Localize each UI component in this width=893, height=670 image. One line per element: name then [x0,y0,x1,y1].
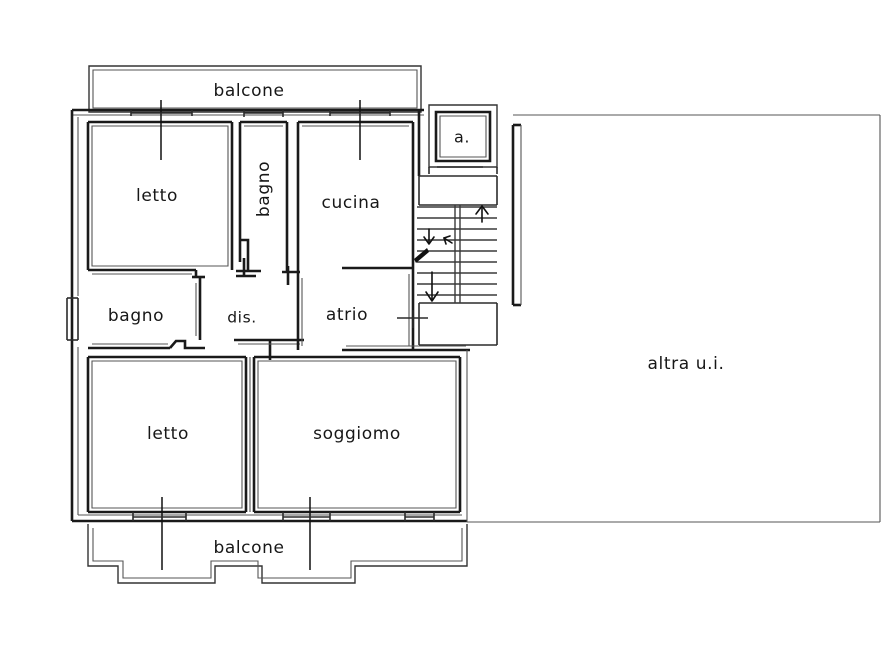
room-outline-letto-top [86,120,234,270]
room-outline-soggiorno [249,355,462,514]
room-outline-bagno-vertical [236,120,289,273]
label-balcone-bottom: balcone [213,538,284,558]
window-marks-top [130,100,391,160]
stair-direction-arrows [414,205,489,302]
room-outline-letto-bottom [86,355,248,514]
balcony-top-outline [88,65,422,113]
label-cucina: cucina [322,193,381,213]
label-altra-ui: altra u.i. [648,354,725,374]
room-outline-bagno-left [66,268,205,350]
label-balcone-top: balcone [213,81,284,101]
label-letto-top: letto [136,186,178,206]
label-bagno-vertical: bagno [254,161,274,217]
label-disimpegno: dis. [227,309,257,327]
altra-ui-outline [466,114,881,523]
window-marks-bottom [132,497,435,570]
label-bagno-left: bagno [108,306,164,326]
label-closet-a: a. [454,128,470,147]
closet-a-box [428,104,498,174]
room-partitions-disimpegno [234,258,304,360]
label-atrio: atrio [326,305,368,325]
balcony-bottom-outline [87,524,468,584]
label-soggiorno: soggiomo [313,424,401,444]
staircase-treads [417,205,497,303]
stairwell-enclosure [417,110,521,346]
room-outline-cucina [282,120,415,285]
label-letto-bottom: letto [147,424,189,444]
room-outline-atrio [296,268,470,352]
